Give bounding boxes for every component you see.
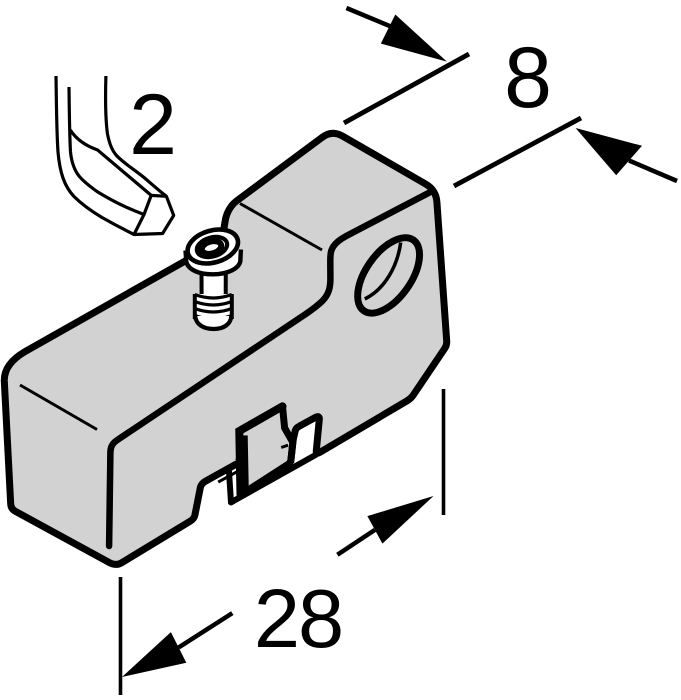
dimension-28: 28	[118, 389, 446, 695]
groove-floor-thin-line-1	[217, 469, 240, 484]
dim28-arrow-right-tail	[336, 528, 377, 557]
dim28-arrow-left-tail	[177, 611, 234, 650]
screw-socket-ring	[194, 234, 230, 260]
set-screw	[183, 227, 244, 332]
hex-key-inner-edge	[103, 75, 168, 198]
hex-key	[54, 75, 176, 237]
mounting-hole	[354, 234, 424, 317]
hex-key-size-label: 2	[129, 77, 177, 173]
hex-key-end-face	[132, 193, 176, 237]
screw-thread-rib-1	[194, 292, 233, 300]
body-step-edge	[105, 189, 433, 550]
clamp-tab	[235, 402, 297, 499]
dim8-arrow-right-tail	[628, 158, 678, 184]
boss-edge-thin-line	[239, 202, 323, 252]
block-outline	[0, 129, 451, 568]
dim28-arrowhead-left	[122, 632, 187, 677]
dim28-arrowhead-right	[367, 496, 434, 544]
clamp-block	[0, 129, 451, 568]
dim8-extension-line-right	[452, 115, 583, 189]
tab-left-band	[238, 435, 249, 492]
dim28-label: 28	[254, 572, 342, 665]
dim8-arrow-left-tail	[345, 5, 395, 30]
rail-groove	[217, 402, 319, 506]
groove-back-fragment	[280, 443, 289, 449]
screw-thread-rib-3	[194, 306, 233, 314]
dim8-arrowhead-right	[575, 128, 642, 176]
groove-lip-edge	[228, 451, 319, 506]
hole-depth-arc	[363, 242, 403, 301]
dimension-8: 8	[342, 5, 678, 189]
dim8-extension-line-left	[342, 51, 471, 126]
hex-key-facet-line-upper	[68, 129, 153, 197]
groove-inner-wall	[225, 465, 234, 506]
screw-thread-rib-2	[194, 299, 233, 307]
screw-socket-hole	[198, 238, 225, 257]
saddle-edge-thin-line	[19, 383, 98, 431]
dim8-label: 8	[504, 30, 552, 126]
dim8-arrowhead-left	[380, 14, 447, 62]
screw-tip-cap	[193, 315, 234, 332]
tab-right-edge	[279, 405, 297, 464]
hex-key-outer-edge	[54, 75, 135, 236]
